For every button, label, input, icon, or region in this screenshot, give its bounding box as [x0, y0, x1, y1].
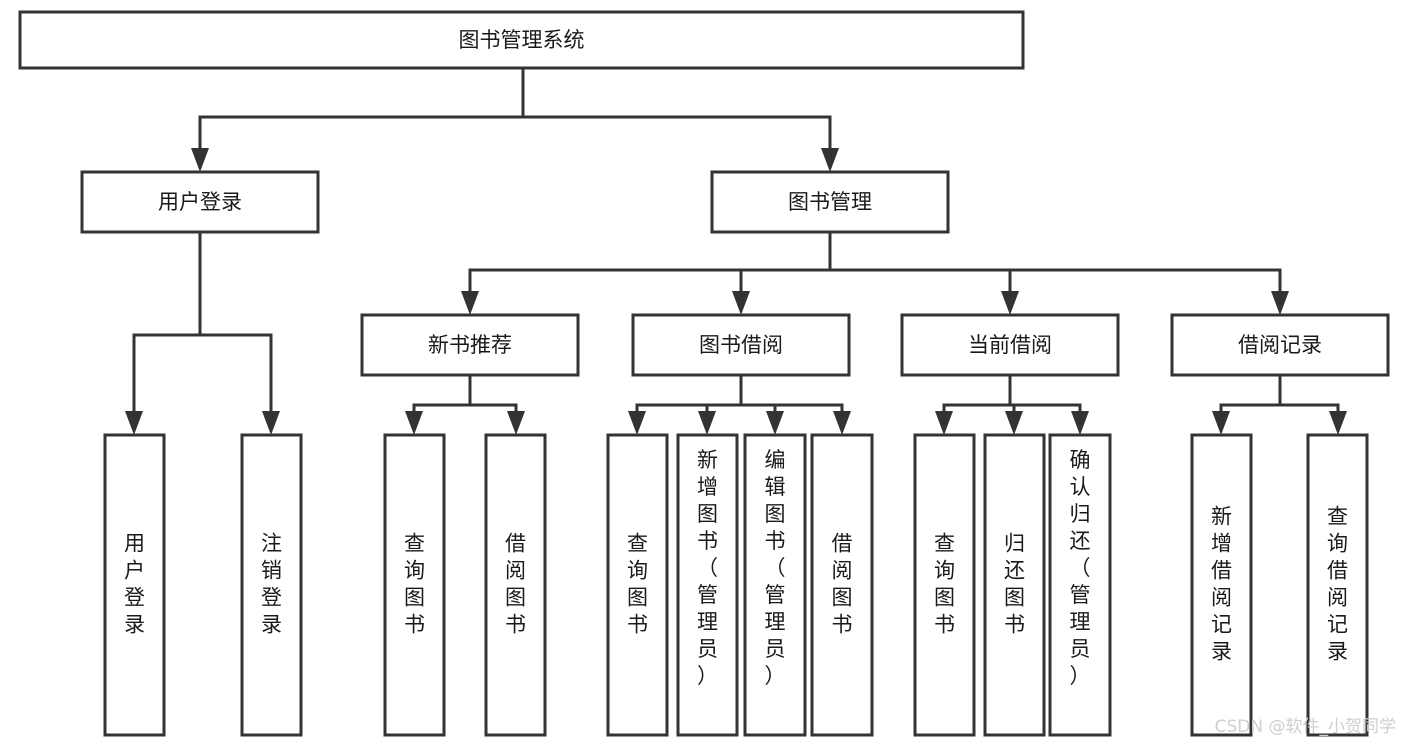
book-mgmt-drop-3-arrowhead: [1271, 291, 1289, 315]
node-new-book-recommend[interactable]: 新书推荐: [360, 313, 580, 377]
book-borrow-drop-2-arrowhead: [766, 411, 784, 435]
node-root[interactable]: 图书管理系统: [18, 10, 1025, 70]
node-box-leaf-return-book[interactable]: [983, 433, 1046, 737]
node-label-root: 图书管理系统: [459, 28, 585, 52]
watermark-layer: CSDN @软件_小贺同学: [1215, 717, 1396, 737]
node-box-current-borrow[interactable]: [900, 313, 1120, 377]
node-book-borrow[interactable]: 图书借阅: [631, 313, 851, 377]
node-box-book-borrow[interactable]: [631, 313, 851, 377]
node-leaf-user-login[interactable]: 用户登录: [103, 433, 166, 737]
node-box-new-book-recommend[interactable]: [360, 313, 580, 377]
connectors-layer: [125, 66, 1347, 435]
node-leaf-query-book-borrow[interactable]: 查询图书: [606, 433, 669, 737]
node-box-leaf-add-borrow-record[interactable]: [1190, 433, 1253, 737]
node-label-leaf-query-borrow-record: 查询借阅记录: [1327, 505, 1348, 664]
node-label-leaf-logout: 注销登录: [261, 532, 282, 637]
node-leaf-confirm-return[interactable]: 确认归还（管理员）: [1048, 433, 1112, 737]
node-leaf-borrow-book-recommend[interactable]: 借阅图书: [484, 433, 547, 737]
node-label-leaf-add-book: 新增图书（管理员）: [697, 448, 718, 688]
node-borrow-record[interactable]: 借阅记录: [1170, 313, 1390, 377]
csdn-watermark: CSDN @软件_小贺同学: [1215, 717, 1396, 737]
borrow-record-drop-0-arrowhead: [1212, 411, 1230, 435]
node-label-leaf-return-book: 归还图书: [1004, 532, 1025, 637]
book-mgmt-drop-0-arrowhead: [461, 291, 479, 315]
node-box-leaf-query-book-borrow[interactable]: [606, 433, 669, 737]
new-book-recommend-drop-0-arrowhead: [405, 411, 423, 435]
node-label-leaf-query-book-current: 查询图书: [934, 532, 955, 637]
node-leaf-add-book[interactable]: 新增图书（管理员）: [676, 433, 739, 737]
node-label-leaf-borrow-book: 借阅图书: [832, 532, 853, 637]
node-leaf-return-book[interactable]: 归还图书: [983, 433, 1046, 737]
node-label-borrow-record: 借阅记录: [1238, 333, 1322, 357]
node-label-leaf-query-book-borrow: 查询图书: [627, 532, 648, 637]
node-label-leaf-add-borrow-record: 新增借阅记录: [1211, 505, 1232, 664]
node-label-book-borrow: 图书借阅: [699, 333, 783, 357]
book-borrow-drop-0-arrowhead: [628, 411, 646, 435]
node-book-management[interactable]: 图书管理: [710, 170, 950, 234]
node-leaf-query-book-recommend[interactable]: 查询图书: [383, 433, 446, 737]
node-label-book-management: 图书管理: [788, 190, 872, 214]
node-box-leaf-query-borrow-record[interactable]: [1306, 433, 1369, 737]
node-box-borrow-record[interactable]: [1170, 313, 1390, 377]
book-borrow-drop-3-arrowhead: [833, 411, 851, 435]
node-label-leaf-borrow-book-recommend: 借阅图书: [505, 532, 526, 637]
node-box-leaf-edit-book[interactable]: [743, 433, 807, 737]
book-borrow-drop-1-arrowhead: [698, 411, 716, 435]
node-leaf-borrow-book[interactable]: 借阅图书: [810, 433, 874, 737]
node-user-login[interactable]: 用户登录: [80, 170, 320, 234]
new-book-recommend-drop-1-arrowhead: [507, 411, 525, 435]
current-borrow-drop-1-arrowhead: [1005, 411, 1023, 435]
node-leaf-logout[interactable]: 注销登录: [240, 433, 303, 737]
borrow-record-drop-1-arrowhead: [1329, 411, 1347, 435]
node-box-root[interactable]: [18, 10, 1025, 70]
node-label-leaf-user-login: 用户登录: [124, 532, 145, 637]
user-login-drop-1-arrowhead: [262, 411, 280, 435]
node-box-leaf-query-book-current[interactable]: [913, 433, 976, 737]
node-leaf-query-borrow-record[interactable]: 查询借阅记录: [1306, 433, 1369, 737]
node-box-leaf-logout[interactable]: [240, 433, 303, 737]
node-box-leaf-user-login[interactable]: [103, 433, 166, 737]
node-box-leaf-confirm-return[interactable]: [1048, 433, 1112, 737]
node-label-leaf-query-book-recommend: 查询图书: [404, 532, 425, 637]
node-box-leaf-borrow-book-recommend[interactable]: [484, 433, 547, 737]
user-login-drop-0-arrowhead: [125, 411, 143, 435]
root-drop-0-arrowhead: [191, 148, 209, 172]
nodes-layer: 图书管理系统用户登录图书管理新书推荐图书借阅当前借阅借阅记录用户登录注销登录查询…: [18, 10, 1390, 737]
node-box-user-login[interactable]: [80, 170, 320, 234]
node-box-book-management[interactable]: [710, 170, 950, 234]
root-drop-1-arrowhead: [821, 148, 839, 172]
node-leaf-add-borrow-record[interactable]: 新增借阅记录: [1190, 433, 1253, 737]
node-label-leaf-confirm-return: 确认归还（管理员）: [1070, 448, 1091, 688]
current-borrow-drop-0-arrowhead: [935, 411, 953, 435]
node-leaf-edit-book[interactable]: 编辑图书（管理员）: [743, 433, 807, 737]
node-current-borrow[interactable]: 当前借阅: [900, 313, 1120, 377]
node-box-leaf-query-book-recommend[interactable]: [383, 433, 446, 737]
node-leaf-query-book-current[interactable]: 查询图书: [913, 433, 976, 737]
node-label-leaf-edit-book: 编辑图书（管理员）: [765, 448, 786, 688]
node-label-new-book-recommend: 新书推荐: [428, 333, 512, 357]
node-box-leaf-borrow-book[interactable]: [810, 433, 874, 737]
book-mgmt-drop-2-arrowhead: [1001, 291, 1019, 315]
node-label-user-login: 用户登录: [158, 190, 242, 214]
book-mgmt-drop-1-arrowhead: [732, 291, 750, 315]
current-borrow-drop-2-arrowhead: [1071, 411, 1089, 435]
node-label-current-borrow: 当前借阅: [968, 333, 1052, 357]
node-box-leaf-add-book[interactable]: [676, 433, 739, 737]
